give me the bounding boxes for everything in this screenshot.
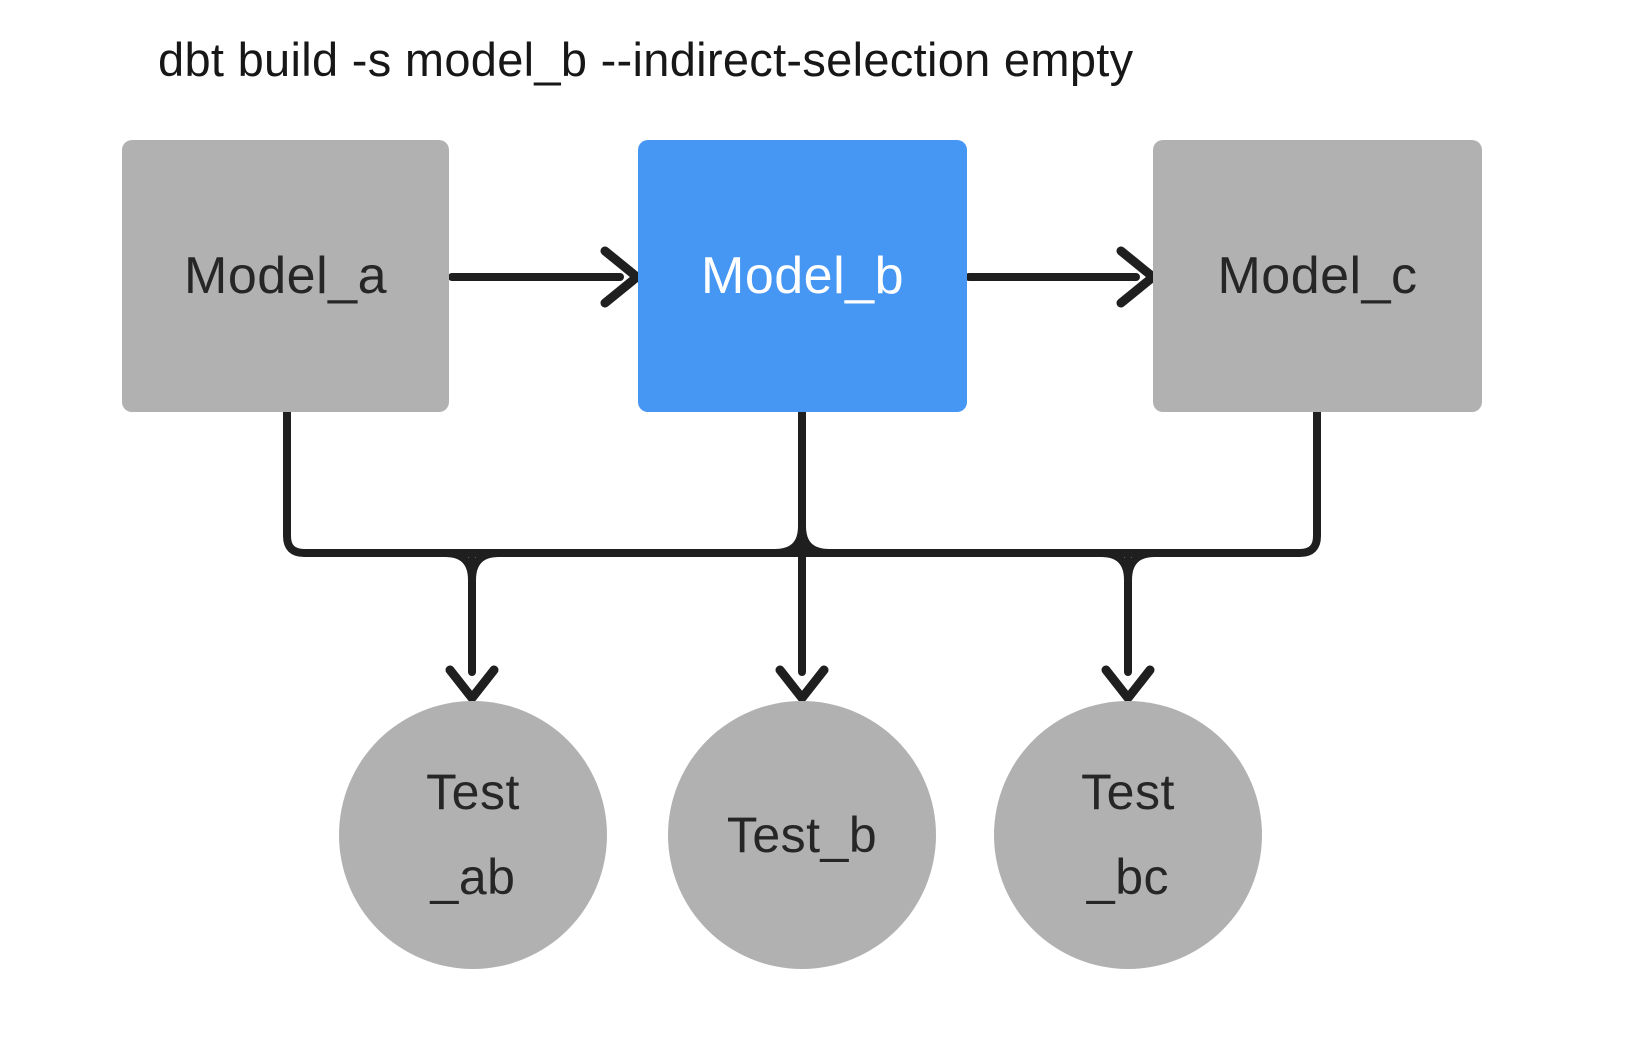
edge-fillet-test-bc-left — [1097, 549, 1132, 584]
arrowhead-model-b — [600, 246, 642, 308]
node-test-ab[interactable]: Test _ab — [339, 701, 607, 969]
node-test-b-label-line-1: Test_b — [726, 806, 878, 863]
arrowhead-test-bc — [1101, 665, 1155, 703]
node-test-bc[interactable]: Test _bc — [994, 701, 1262, 969]
edge-fillet-test-b-left — [771, 522, 806, 557]
node-model-a[interactable]: Model_a — [122, 140, 449, 412]
arrowhead-test-b — [775, 665, 829, 703]
node-test-ab-label: Test _ab — [426, 750, 520, 920]
node-model-b-label: Model_b — [701, 247, 904, 305]
node-test-b[interactable]: Test_b — [668, 701, 936, 969]
diagram-title: dbt build -s model_b --indirect-selectio… — [158, 33, 1134, 86]
node-model-c-label: Model_c — [1217, 247, 1418, 305]
node-test-bc-label: Test _bc — [1081, 750, 1175, 920]
edge-fillet-test-ab-right — [468, 549, 503, 584]
node-test-b-label: Test_b — [727, 793, 877, 878]
node-model-c[interactable]: Model_c — [1153, 140, 1482, 412]
node-test-ab-label-line-1: Test — [426, 764, 520, 820]
arrowhead-test-ab — [445, 665, 499, 703]
node-test-bc-label-line-1: Test — [1081, 764, 1175, 820]
node-model-a-label: Model_a — [184, 247, 387, 305]
node-test-bc-label-line-2: _bc — [1086, 849, 1170, 905]
node-test-ab-label-line-2: _ab — [430, 849, 516, 905]
edge-fillet-test-b-right — [798, 522, 833, 557]
edge-fillet-test-ab-left — [441, 549, 476, 584]
edge-fillet-test-bc-right — [1124, 549, 1159, 584]
node-model-b[interactable]: Model_b — [638, 140, 967, 412]
